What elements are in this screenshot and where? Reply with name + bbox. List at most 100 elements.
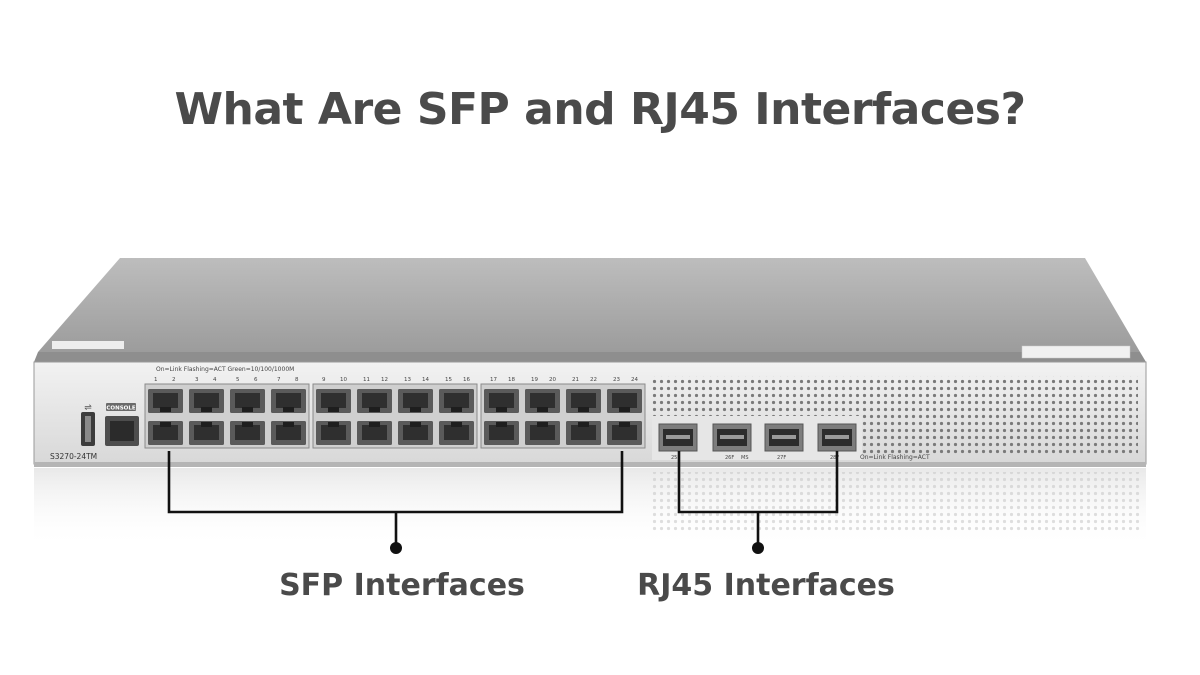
- callout-label-right: RJ45 Interfaces: [637, 568, 895, 603]
- rj45-port-latch: [328, 407, 339, 412]
- sfp-port-contact: [666, 435, 690, 439]
- rj45-port-socket: [235, 425, 260, 440]
- port-number-label: 19: [531, 377, 538, 383]
- callout-left-bracket: [167, 451, 624, 547]
- rj45-port-latch: [160, 407, 171, 412]
- rj45-port-latch: [451, 422, 462, 427]
- sfp-legend: On=Link Flashing=ACT: [860, 454, 930, 461]
- port-number-label: 6: [254, 377, 258, 383]
- callout-right-bracket: [677, 451, 839, 547]
- rj45-port-socket: [403, 393, 428, 408]
- callout-label-left: SFP Interfaces: [279, 568, 525, 603]
- port-number-label: 21: [572, 377, 579, 383]
- rj45-port-socket: [276, 425, 301, 440]
- rj45-port-latch: [160, 422, 171, 427]
- port-number-label: 15: [445, 377, 452, 383]
- usb-icon: ⇌: [84, 403, 92, 413]
- rj45-port-socket: [444, 393, 469, 408]
- callout-left-dot: [390, 542, 402, 554]
- rj45-port-socket: [444, 425, 469, 440]
- rj45-port-socket: [571, 425, 596, 440]
- rj45-port-latch: [496, 407, 507, 412]
- rj45-port-latch: [578, 422, 589, 427]
- port-number-label: 16: [463, 377, 470, 383]
- top-label-sticker: [52, 341, 124, 349]
- rj45-port-socket: [530, 425, 555, 440]
- rj45-port-latch: [369, 407, 380, 412]
- port-number-label: 12: [381, 377, 388, 383]
- rj45-port-latch: [201, 422, 212, 427]
- rj45-port-latch: [328, 422, 339, 427]
- rj45-port-latch: [537, 407, 548, 412]
- rj45-port-socket: [612, 425, 637, 440]
- callout-right-dot: [752, 542, 764, 554]
- rj45-port-socket: [571, 393, 596, 408]
- port-number-label: 1: [154, 377, 158, 383]
- sfp-port-contact: [720, 435, 744, 439]
- rj45-port-latch: [283, 407, 294, 412]
- rj45-port-socket: [362, 393, 387, 408]
- sfp-port-contact: [772, 435, 796, 439]
- sfp-ports: 25F 26F 27F 28F MS: [658, 423, 857, 461]
- rj45-port-socket: [612, 393, 637, 408]
- sfp-port-label: 26F: [725, 455, 734, 461]
- console-label-text: CONSOLE: [106, 406, 135, 412]
- port-number-label: 10: [340, 377, 347, 383]
- port-number-label: 8: [295, 377, 299, 383]
- rj45-port-socket: [362, 425, 387, 440]
- rj45-port-socket: [489, 425, 514, 440]
- rj45-port-socket: [153, 393, 178, 408]
- rj45-port-latch: [619, 407, 630, 412]
- rj45-port-latch: [283, 422, 294, 427]
- port-number-label: 13: [404, 377, 411, 383]
- rj45-port-socket: [489, 393, 514, 408]
- rj45-legend: On=Link Flashing=ACT Green=10/100/1000M: [156, 366, 294, 373]
- sfp-port-label: 25F: [671, 455, 680, 461]
- serial-sticker: [1021, 345, 1131, 359]
- rj45-port-socket: [194, 393, 219, 408]
- model-label: S3270-24TM: [50, 452, 97, 461]
- page-title: What Are SFP and RJ45 Interfaces?: [174, 84, 1027, 135]
- rj45-port-latch: [201, 407, 212, 412]
- chassis-bevel: [34, 352, 1146, 362]
- rj45-port-latch: [242, 422, 253, 427]
- sfp-port-label: 27F: [777, 455, 786, 461]
- rj45-port-socket: [403, 425, 428, 440]
- rj45-port-latch: [578, 407, 589, 412]
- rj45-port-socket: [321, 393, 346, 408]
- rj45-port-latch: [410, 422, 421, 427]
- port-number-label: 5: [236, 377, 240, 383]
- port-number-label: 11: [363, 377, 370, 383]
- sfp-ms-label: MS: [741, 455, 749, 461]
- port-number-label: 14: [422, 377, 429, 383]
- chassis-bottom-edge: [34, 462, 1146, 467]
- port-number-label: 9: [322, 377, 326, 383]
- port-number-label: 2: [172, 377, 176, 383]
- rj45-port-latch: [537, 422, 548, 427]
- rj45-port-socket: [153, 425, 178, 440]
- rj45-port-blocks: [144, 383, 646, 449]
- rj45-port-latch: [410, 407, 421, 412]
- chassis-top: [38, 258, 1140, 352]
- rj45-port-socket: [530, 393, 555, 408]
- port-number-label: 3: [195, 377, 199, 383]
- rj45-port-latch: [619, 422, 630, 427]
- rj45-port-latch: [496, 422, 507, 427]
- rj45-port-socket: [235, 393, 260, 408]
- rj45-port-latch: [451, 407, 462, 412]
- port-number-label: 22: [590, 377, 597, 383]
- port-number-label: 24: [631, 377, 638, 383]
- port-number-label: 18: [508, 377, 515, 383]
- rj45-port-latch: [242, 407, 253, 412]
- port-number-label: 7: [277, 377, 281, 383]
- rj45-port-socket: [276, 393, 301, 408]
- vent-reflection: [650, 472, 1140, 532]
- port-number-label: 20: [549, 377, 556, 383]
- sfp-port-label: 28F: [830, 455, 839, 461]
- port-number-label: 17: [490, 377, 497, 383]
- rj45-port-socket: [194, 425, 219, 440]
- rj45-port-socket: [321, 425, 346, 440]
- sfp-port-contact: [825, 435, 849, 439]
